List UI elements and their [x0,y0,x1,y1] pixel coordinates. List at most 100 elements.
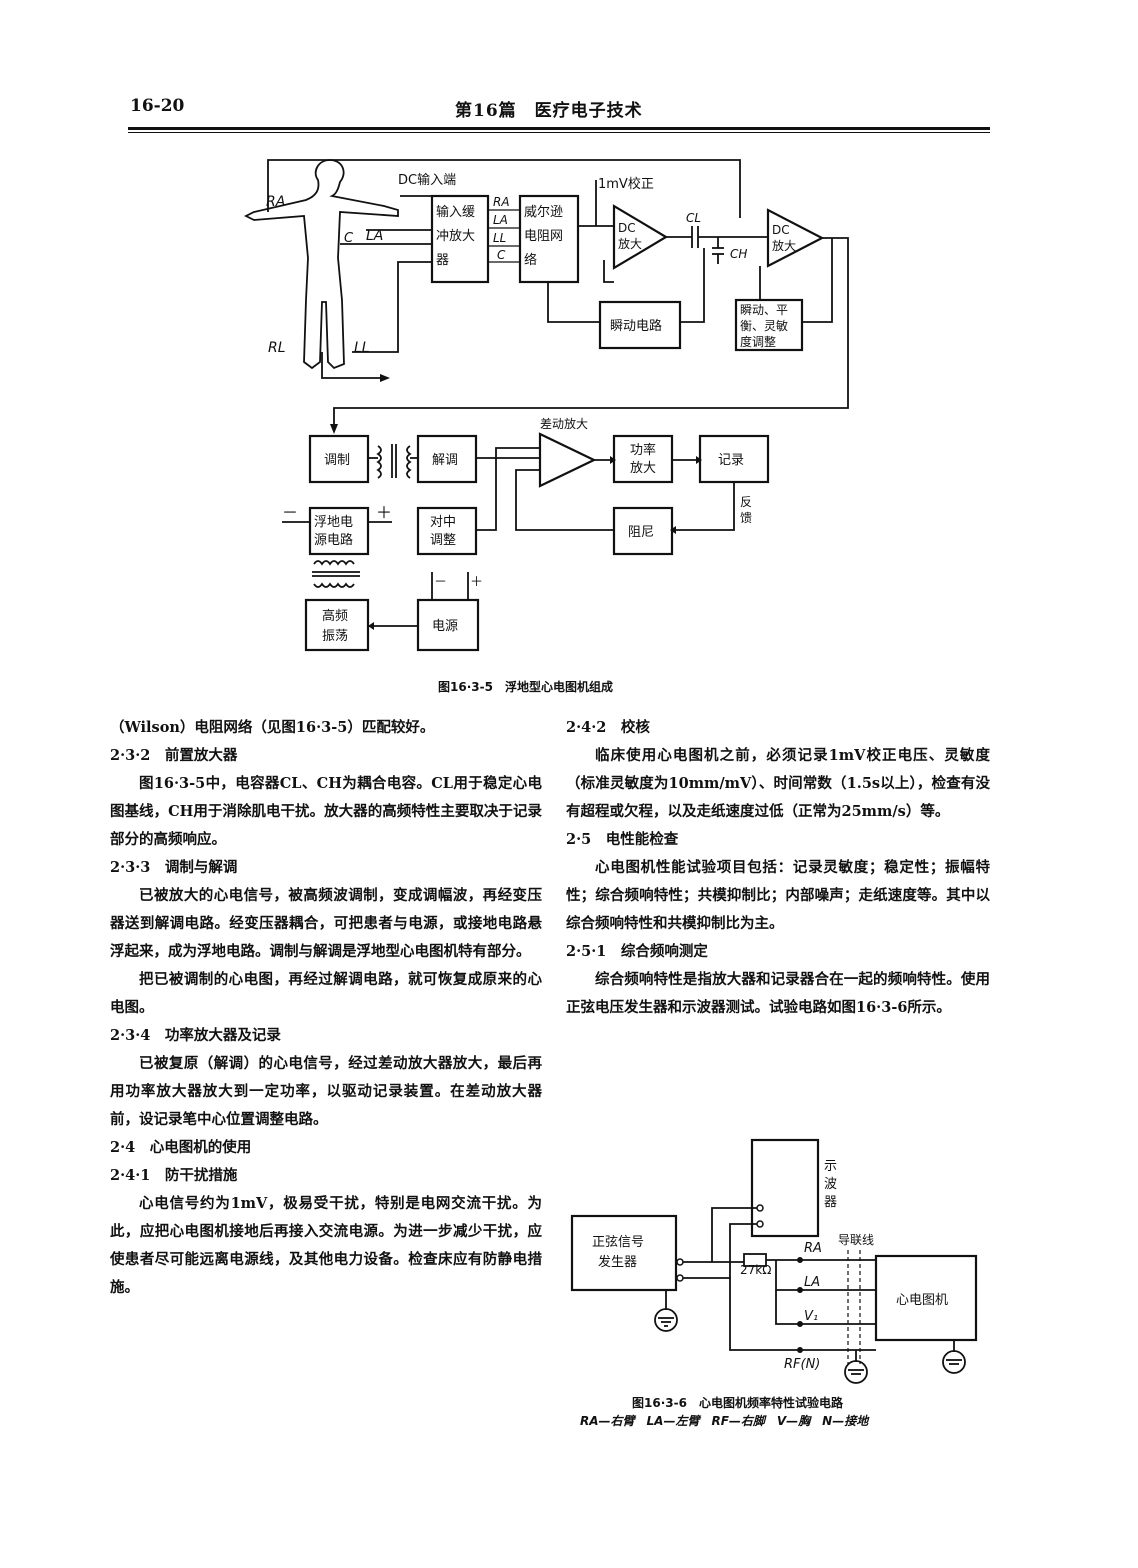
right-column: 2·4·2 校核 临床使用心电图机之前，必须记录1mV校正电压、灵敏度（标准灵敏… [566,714,990,1022]
svg-text:衡、灵敏: 衡、灵敏 [740,318,788,333]
svg-text:电源: 电源 [432,619,458,634]
heading-2-5-1: 2·5·1 综合频响测定 [566,943,708,960]
svg-text:瞬动、平: 瞬动、平 [740,303,788,317]
svg-text:浮地电: 浮地电 [314,515,353,530]
input-buffer-box [430,194,490,284]
ecg-machine-box [874,1254,978,1342]
modulate-box [308,434,370,484]
dc-amp-1 [612,204,669,270]
svg-text:馈: 馈 [740,511,752,525]
left-column: （Wilson）电阻网络（见图16·3-5）匹配较好。 2·3·2 前置放大器 … [110,714,542,1302]
section-title: 第16篇 医疗电子技术 [455,101,643,121]
resistor-label: 27kΩ [740,1263,771,1277]
figure-1-caption: 图16·3-5 浮地型心电图机组成 [438,680,613,694]
label-la: LA [366,228,383,244]
left-p5: 把已被调制的心电图，再经过解调电路，就可恢复成原来的心电图。 [110,971,542,1016]
svg-text:威尔逊: 威尔逊 [524,205,563,220]
svg-text:LA: LA [493,213,508,227]
label-ra: RA [266,194,285,210]
svg-text:调制: 调制 [324,453,350,468]
demodulate-box [416,434,478,484]
svg-text:DC: DC [772,223,790,237]
page-number: 16-20 [130,96,185,116]
dc-amp-2 [766,208,825,268]
heading-2-4-2: 2·4·2 校核 [566,719,650,736]
lead-la: LA [804,1275,820,1290]
damping-box [612,506,674,556]
svg-text:反: 反 [740,495,752,509]
wire-ll [352,261,432,353]
svg-text:调整: 调整 [430,533,456,548]
lead-v: V₁ [804,1309,818,1324]
figure-2-legend: RA—右臂 LA—左臂 RF—右脚 V—胸 N—接地 [580,1414,869,1428]
label-ch: CH [730,247,747,261]
svg-text:放大: 放大 [618,236,642,251]
svg-text:＋: ＋ [376,503,392,522]
header-rule-thin [128,132,990,133]
svg-text:－: － [434,575,447,590]
svg-text:发生器: 发生器 [598,1254,637,1270]
left-p4: 已被放大的心电信号，被高频波调制，变成调幅波，再经变压器送到解调电路。经变压器耦… [110,887,542,960]
svg-text:＋: ＋ [470,575,483,590]
lead-ra: RA [804,1241,822,1256]
svg-text:阻尼: 阻尼 [628,525,654,540]
sine-generator-box [570,1214,678,1292]
svg-text:度调整: 度调整 [740,334,776,349]
lead-rf: RF(N) [784,1357,820,1372]
heading-2-4-1: 2·4·1 防干扰措施 [110,1167,238,1184]
svg-text:波: 波 [824,1177,837,1192]
power-amp-box [612,434,674,484]
wire-rl [321,352,380,379]
heading-2-3-2: 2·3·2 前置放大器 [110,747,238,764]
svg-text:DC: DC [618,221,636,235]
svg-text:电阻网: 电阻网 [524,229,563,244]
heading-2-3-3: 2·3·3 调制与解调 [110,859,238,876]
transient-circuit-box [598,300,682,350]
centering-box [416,506,478,556]
svg-text:络: 络 [524,252,537,268]
adjust-box [734,298,804,352]
svg-text:器: 器 [436,253,449,268]
float-power-box [308,506,370,556]
label-rl: RL [268,340,286,356]
heading-2-3-4: 2·3·4 功率放大器及记录 [110,1027,281,1044]
label-cl: CL [686,211,701,225]
label-diff-amp: 差动放大 [540,416,588,431]
lead-cable-label: 导联线 [838,1233,874,1247]
label-dc-input: DC输入端 [398,172,456,188]
label-1mv: 1mV校正 [598,176,654,192]
label-c: C [344,231,354,246]
svg-text:正弦信号: 正弦信号 [592,1234,644,1250]
oscilloscope-box [750,1138,820,1238]
header-rule [128,127,990,130]
svg-text:冲放大: 冲放大 [436,229,475,244]
svg-text:LL: LL [493,231,506,245]
hf-oscillator-box [304,598,370,652]
right-p1: 临床使用心电图机之前，必须记录1mV校正电压、灵敏度（标准灵敏度为10mm/mV… [566,747,990,820]
svg-text:放大: 放大 [630,461,656,476]
label-ll: LL [354,340,370,356]
svg-text:输入缓: 输入缓 [436,204,475,220]
wilson-network-box [518,194,580,284]
power-box [416,598,480,652]
svg-text:振荡: 振荡 [322,629,348,644]
svg-text:器: 器 [824,1195,837,1210]
left-p10: 心电信号约为1mV，极易受干扰，特别是电网交流干扰。为此，应把心电图机接地后再接… [110,1195,542,1296]
figure-2-caption: 图16·3-6 心电图机频率特性试验电路 [632,1396,843,1410]
svg-text:心电图机: 心电图机 [896,1293,948,1308]
svg-text:记录: 记录 [718,453,744,468]
left-p2: 图16·3-5中，电容器CL、CH为耦合电容。CL用于稳定心电图基线，CH用于消… [110,775,542,848]
left-p0: （Wilson）电阻网络（见图16·3-5）匹配较好。 [110,719,435,736]
svg-text:解调: 解调 [432,453,458,468]
svg-text:示: 示 [824,1159,837,1174]
right-p3: 心电图机性能试验项目包括：记录灵敏度；稳定性；振幅特性；综合频响特性；共模抑制比… [566,859,990,932]
heading-2-5: 2·5 电性能检查 [566,831,679,848]
wire-ra [267,159,741,218]
left-p7: 已被复原（解调）的心电信号，经过差动放大器放大，最后再用功率放大器放大到一定功率… [110,1055,542,1128]
heading-2-4: 2·4 心电图机的使用 [110,1139,252,1156]
svg-text:RA: RA [493,195,510,209]
svg-text:C: C [497,248,506,262]
right-p5: 综合频响特性是指放大器和记录器合在一起的频响特性。使用正弦电压发生器和示波器测试… [566,971,990,1016]
svg-text:放大: 放大 [772,238,796,253]
svg-text:对中: 对中 [430,515,456,530]
